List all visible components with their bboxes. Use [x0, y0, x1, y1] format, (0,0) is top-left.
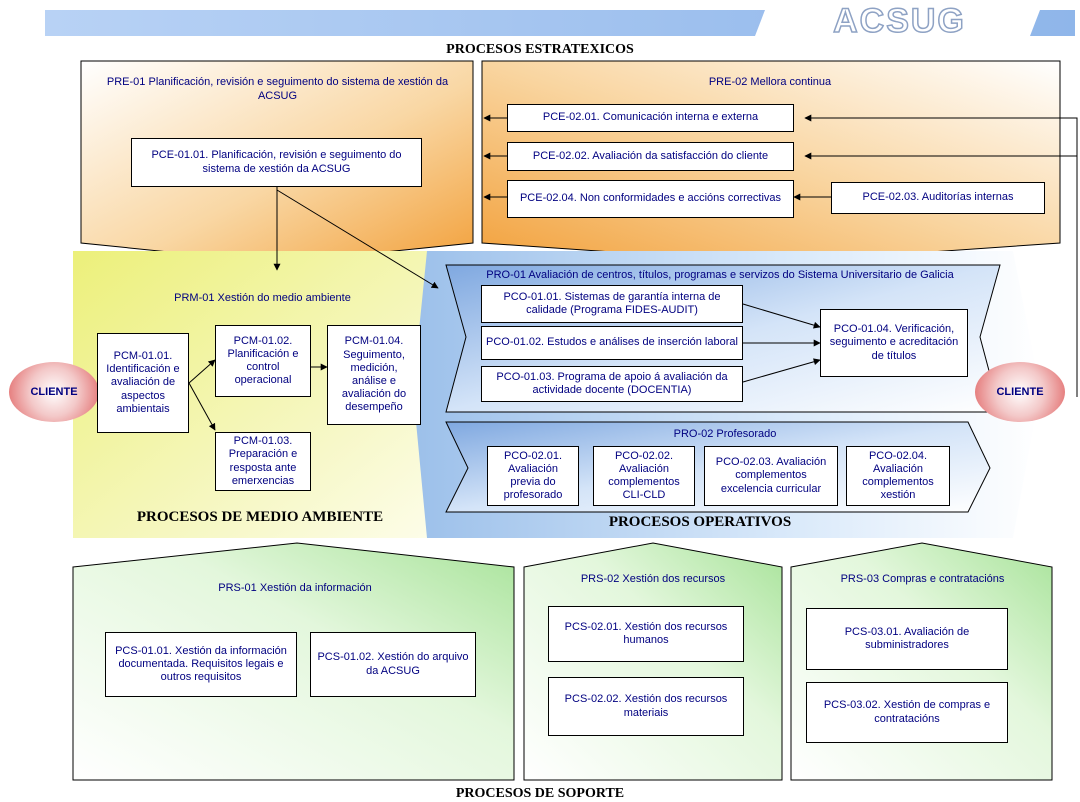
pcs0302-box[interactable]: PCS-03.02. Xestión de compras e contrata…	[806, 682, 1008, 743]
pco0102-box[interactable]: PCO-01.02. Estudos e análises de inserci…	[481, 326, 743, 360]
pcm0104-box[interactable]: PCM-01.04. Seguimento, medición, análise…	[327, 325, 421, 425]
pcs0201-box[interactable]: PCS-02.01. Xestión dos recursos humanos	[548, 606, 744, 662]
pce0201-box[interactable]: PCE-02.01. Comunicación interna e extern…	[507, 104, 794, 132]
pcs0301-box[interactable]: PCS-03.01. Avaliación de subministradore…	[806, 608, 1008, 670]
prs02-title: PRS-02 Xestión dos recursos	[580, 573, 726, 585]
client-left: CLIENTE	[9, 362, 99, 422]
pco0202-box[interactable]: PCO-02.02. Avaliación complementos CLI-C…	[593, 446, 695, 506]
pco0103-box[interactable]: PCO-01.03. Programa de apoio á avaliació…	[481, 366, 743, 402]
pcs0101-box[interactable]: PCS-01.01. Xestión da información docume…	[105, 632, 297, 697]
pco0203-box[interactable]: PCO-02.03. Avaliación complementos excel…	[704, 446, 838, 506]
pcm0102-box[interactable]: PCM-01.02. Planificación e control opera…	[215, 325, 311, 397]
pce0203-box[interactable]: PCE-02.03. Auditorías internas	[831, 182, 1045, 214]
pce0101-box[interactable]: PCE-01.01. Planificación, revisión e seg…	[131, 138, 422, 187]
pco0104-box[interactable]: PCO-01.04. Verificación, seguimento e ac…	[820, 309, 968, 377]
pcm0103-box[interactable]: PCM-01.03. Preparación e resposta ante e…	[215, 432, 311, 491]
pre01-title: PRE-01 Planificación, revisión e seguime…	[106, 76, 449, 102]
pce0204-box[interactable]: PCE-02.04. Non conformidades e accións c…	[507, 180, 794, 218]
acsug-logo: ACSUG	[832, 2, 966, 40]
prs01-title: PRS-01 Xestión da información	[218, 582, 372, 594]
prm01-title: PRM-01 Xestión do medio ambiente	[174, 292, 351, 304]
prs03-title: PRS-03 Compras e contratacións	[840, 573, 1005, 585]
pcs0102-box[interactable]: PCS-01.02. Xestión do arquivo da ACSUG	[310, 632, 476, 697]
pcs0202-box[interactable]: PCS-02.02. Xestión dos recursos materiai…	[548, 677, 744, 736]
section-environment: PROCESOS DE MEDIO AMBIENTE	[136, 509, 384, 525]
pro01-title: PRO-01 Avaliación de centros, títulos, p…	[486, 269, 954, 281]
section-strategic: PROCESOS ESTRATEXICOS	[446, 42, 634, 57]
pco0101-box[interactable]: PCO-01.01. Sistemas de garantía interna …	[481, 285, 743, 323]
pcm0101-box[interactable]: PCM-01.01. Identificación e avaliación d…	[97, 333, 189, 433]
pce0202-box[interactable]: PCE-02.02. Avaliación da satisfacción do…	[507, 142, 794, 171]
pco0201-box[interactable]: PCO-02.01. Avaliación previa do profesor…	[487, 446, 579, 506]
pco0204-box[interactable]: PCO-02.04. Avaliación complementos xesti…	[846, 446, 950, 506]
pro02-title: PRO-02 Profesorado	[673, 428, 777, 440]
client-right: CLIENTE	[975, 362, 1065, 422]
pre02-title: PRE-02 Mellora continua	[708, 76, 832, 88]
section-support: PROCESOS DE SOPORTE	[455, 786, 625, 801]
section-operative: PROCESOS OPERATIVOS	[608, 514, 792, 530]
